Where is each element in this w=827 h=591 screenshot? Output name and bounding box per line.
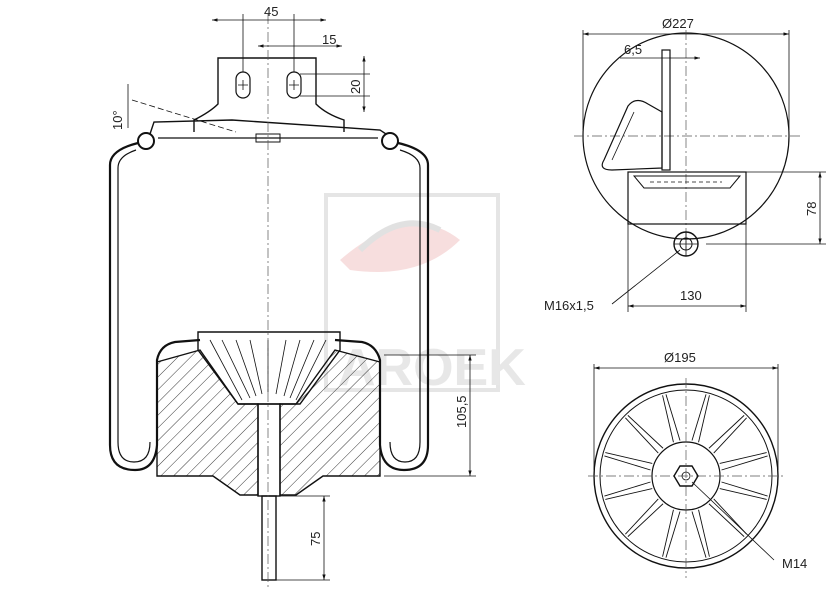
piston-rib-line <box>604 455 651 471</box>
dim-45-label: 45 <box>264 4 278 19</box>
piston-rib-line <box>605 488 653 500</box>
angle-10-label: 10° <box>110 110 125 130</box>
piston-rib-line <box>708 503 745 537</box>
piston-rib-line <box>604 481 651 497</box>
piston-rib-line <box>698 395 710 443</box>
piston-rib-line <box>721 481 768 497</box>
piston-rib-line <box>662 395 674 443</box>
piston-rib-line <box>665 511 681 558</box>
top-view: Ø227 6,5 78 130 M16x1,5 <box>544 16 826 313</box>
piston-rib-line <box>627 415 664 449</box>
dim-6-5-label: 6,5 <box>624 42 642 57</box>
dim-78-label: 78 <box>804 202 819 216</box>
piston-rib-line <box>719 452 767 464</box>
bottom-view: Ø195 M14 <box>588 350 807 578</box>
piston-rib-line <box>698 509 710 557</box>
piston-ribs <box>604 394 768 558</box>
thread-m16-label: M16x1,5 <box>544 298 594 313</box>
piston-rib-line <box>691 394 707 441</box>
piston-rib-line <box>625 498 659 535</box>
piston-rib-line <box>662 509 674 557</box>
dia-195-label: Ø195 <box>664 350 696 365</box>
thread-m14-label: M14 <box>782 556 807 571</box>
dim-105-5-label: 105,5 <box>454 395 469 428</box>
dia-227-label: Ø227 <box>662 16 694 31</box>
dim-15-label: 15 <box>322 32 336 47</box>
dim-20-label: 20 <box>348 80 363 94</box>
dim-75-label: 75 <box>308 532 323 546</box>
piston-rib-line <box>625 417 659 454</box>
mounting-stud <box>261 495 277 581</box>
dim-130-label: 130 <box>680 288 702 303</box>
piston-rib-line <box>665 394 681 441</box>
piston-rib-line <box>605 452 653 464</box>
piston-rib-line <box>708 415 745 449</box>
side-view: 45 15 20 10° 105,5 75 <box>108 4 476 590</box>
piston-rib-line <box>627 503 664 537</box>
piston-rib-line <box>719 488 767 500</box>
piston-rib-line <box>721 455 768 471</box>
piston-rib-line <box>691 511 707 558</box>
piston-rib-line <box>713 417 747 454</box>
